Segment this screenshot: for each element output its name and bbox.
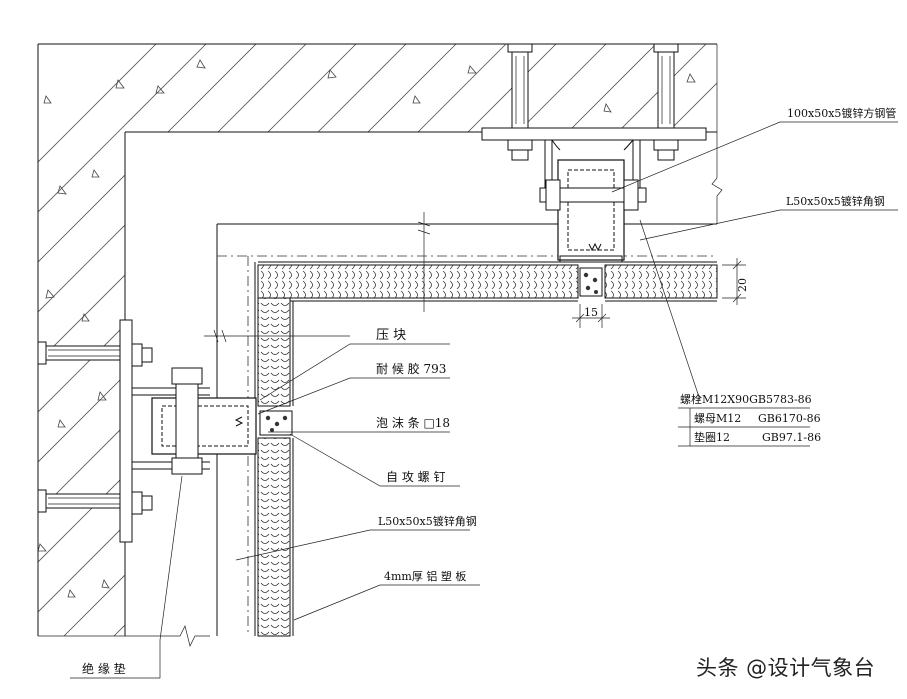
left-embedded-bolts (37, 341, 125, 513)
label-washer-name: 垫圈12 (694, 430, 730, 444)
composite-panel-left (254, 262, 294, 637)
label-nut-name: 螺母M12 (694, 412, 741, 425)
top-base-plate (481, 127, 707, 161)
label-bolt-title: 螺栓M12X90GB5783-86 (680, 392, 812, 406)
annotations: 100x50x5镀锌方钢管 L50x50x5镀锌角钢 螺栓M12X90GB578… (82, 106, 896, 676)
leader-lines (70, 121, 898, 679)
dim-15-label: 15 (584, 306, 598, 319)
label-nut-std: GB6170-86 (758, 412, 821, 425)
label-sealant: 耐 候 胶 793 (376, 361, 446, 376)
composite-panel-top (257, 261, 718, 302)
dimension-20: 20 (722, 258, 749, 305)
label-press-block: 压 块 (376, 328, 406, 343)
label-washer-std: GB97.1-86 (762, 431, 821, 444)
section-break-marks (204, 212, 431, 343)
left-steel-tube (151, 367, 257, 475)
label-insulation-pad: 绝 缘 垫 (82, 661, 126, 676)
label-self-tap-screw: 自 攻 螺 钉 (386, 470, 445, 484)
label-angle-left: L50x50x5镀锌角钢 (378, 514, 477, 528)
label-panel: 4mm厚 铝 塑 板 (384, 569, 466, 583)
foam-strip-top (579, 267, 603, 297)
label-foam-strip: 泡 沫 条 □18 (376, 416, 450, 430)
dim-20-label: 20 (736, 278, 749, 292)
watermark: 头条 @设计气象台 (696, 656, 876, 680)
dimension-15: 15 (572, 304, 610, 328)
label-angle-top: L50x50x5镀锌角钢 (786, 194, 885, 208)
top-steel-tube (539, 159, 647, 263)
label-steel-tube: 100x50x5镀锌方钢管 (787, 106, 896, 120)
top-embedded-bolts (507, 43, 679, 129)
foam-strip-left (259, 410, 293, 436)
left-base-plate (119, 319, 153, 543)
